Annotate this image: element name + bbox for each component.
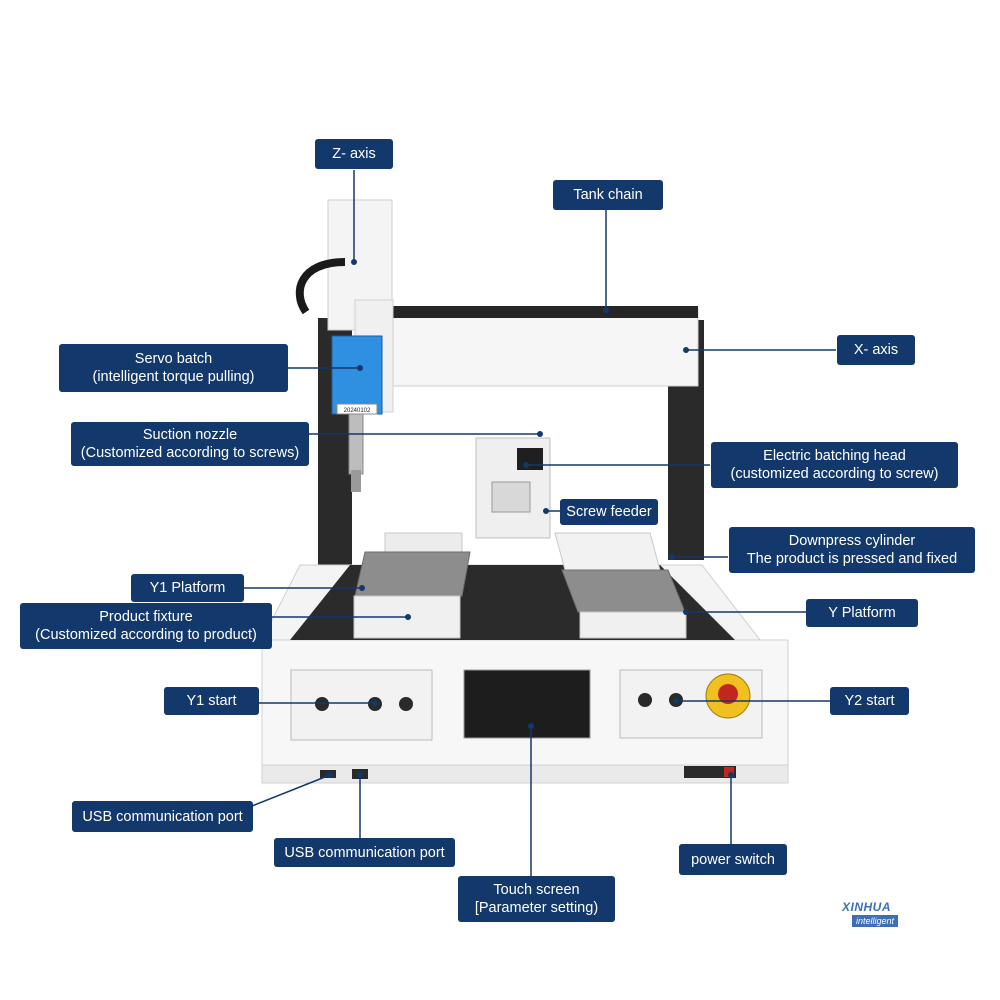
label-suction-nozzle-line2: (Customized according to screws): [80, 445, 300, 461]
panel-button-3: [399, 697, 413, 711]
label-electric-head: Electric batching head (customized accor…: [711, 442, 958, 488]
label-usb-port-1: USB communication port: [72, 801, 253, 832]
label-y2-start-text: Y2 start: [844, 693, 895, 709]
label-servo-batch-line1: Servo batch: [134, 351, 213, 367]
servo-serial-text: 20240102: [344, 408, 371, 414]
label-suction-nozzle-line1: Suction nozzle: [142, 427, 238, 443]
dot-power-switch: [728, 772, 734, 778]
label-suction-nozzle: Suction nozzle (Customized according to …: [71, 422, 309, 466]
dot-downpress: [669, 554, 675, 560]
y-platform-plate: [561, 569, 686, 613]
label-y1-start-text: Y1 start: [186, 693, 237, 709]
dot-z-axis: [351, 259, 357, 265]
touch-screen-panel: [463, 669, 591, 739]
label-y2-start: Y2 start: [830, 687, 909, 715]
dot-servo-batch: [357, 365, 363, 371]
label-usb-port-2-text: USB communication port: [284, 844, 445, 861]
panel-button-4: [638, 693, 652, 707]
label-usb-port-2: USB communication port: [274, 838, 455, 867]
y-fixture-back: [554, 532, 661, 571]
leader-dots: [327, 259, 734, 778]
base-bottom-rail: [261, 764, 789, 784]
label-x-axis-text: X- axis: [853, 342, 899, 358]
label-screw-feeder-text: Screw feeder: [566, 504, 652, 520]
dot-tank-chain: [603, 307, 609, 313]
label-servo-batch-line2: (intelligent torque pulling): [92, 369, 255, 385]
label-y-platform-text: Y Platform: [828, 605, 896, 621]
leader-usb-1: [251, 774, 331, 807]
label-power-switch-text: power switch: [691, 851, 775, 868]
label-power-switch: power switch: [679, 844, 787, 875]
label-servo-batch: Servo batch (intelligent torque pulling): [59, 344, 288, 392]
panel-button-1: [315, 697, 329, 711]
dot-x-axis: [683, 347, 689, 353]
power-switch-socket: [684, 766, 736, 778]
leader-lines: [244, 170, 836, 876]
cable-chain: [295, 258, 346, 315]
brand-logo-sub: intelligent: [852, 915, 899, 927]
label-tank-chain: Tank chain: [553, 180, 663, 210]
dot-usb-1: [327, 772, 333, 778]
dot-electric-head: [523, 462, 529, 468]
dot-y-platform: [683, 609, 689, 615]
tank-chain-cover: [385, 306, 698, 318]
dot-y1-start: [372, 700, 378, 706]
label-touch-screen-line1: Touch screen: [493, 882, 580, 898]
x-axis-beam: [384, 307, 699, 387]
y1-fixture-back: [384, 532, 463, 554]
power-switch-rocker: [724, 767, 734, 777]
label-usb-port-1-text: USB communication port: [82, 808, 243, 825]
label-touch-screen: Touch screen [Parameter setting): [458, 876, 615, 922]
driver-shaft: [348, 413, 364, 475]
label-product-fixture: Product fixture (Customized according to…: [20, 603, 272, 649]
suction-nozzle-tip: [351, 470, 361, 492]
screw-feeder-display: [517, 448, 543, 470]
label-electric-head-line2: (customized according to screw): [730, 466, 939, 482]
brand-logo-name: XINHUA: [842, 900, 892, 914]
label-y-platform: Y Platform: [806, 599, 918, 627]
label-product-fixture-line2: (Customized according to product): [35, 627, 257, 643]
label-y1-start: Y1 start: [164, 687, 259, 715]
label-downpress: Downpress cylinder The product is presse…: [729, 527, 975, 573]
dot-suction-nozzle: [537, 431, 543, 437]
servo-motor: [331, 335, 383, 415]
y1-platform-plate: [354, 551, 471, 597]
dot-y2-start: [673, 698, 679, 704]
label-downpress-line2: The product is pressed and fixed: [746, 551, 958, 567]
dot-usb-2: [357, 772, 363, 778]
label-z-axis: Z- axis: [315, 139, 393, 169]
emergency-stop-button: [718, 684, 738, 704]
label-y1-platform: Y1 Platform: [131, 574, 244, 602]
y-platform-base: [579, 611, 687, 639]
label-downpress-line1: Downpress cylinder: [788, 533, 916, 549]
dot-y1-platform: [359, 585, 365, 591]
dot-screw-feeder: [543, 508, 549, 514]
label-x-axis: X- axis: [837, 335, 915, 365]
label-z-axis-text: Z- axis: [332, 146, 376, 162]
label-touch-screen-line2: [Parameter setting): [474, 900, 599, 916]
label-product-fixture-line1: Product fixture: [99, 609, 193, 625]
brand-logo: XINHUA intelligent: [838, 898, 918, 932]
screw-feeder-track: [491, 481, 531, 513]
label-electric-head-line1: Electric batching head: [763, 448, 906, 464]
label-screw-feeder: Screw feeder: [560, 499, 658, 525]
dot-touch-screen: [528, 723, 534, 729]
label-tank-chain-text: Tank chain: [573, 187, 643, 203]
label-y1-platform-text: Y1 Platform: [149, 580, 226, 596]
dot-product-fixture: [405, 614, 411, 620]
